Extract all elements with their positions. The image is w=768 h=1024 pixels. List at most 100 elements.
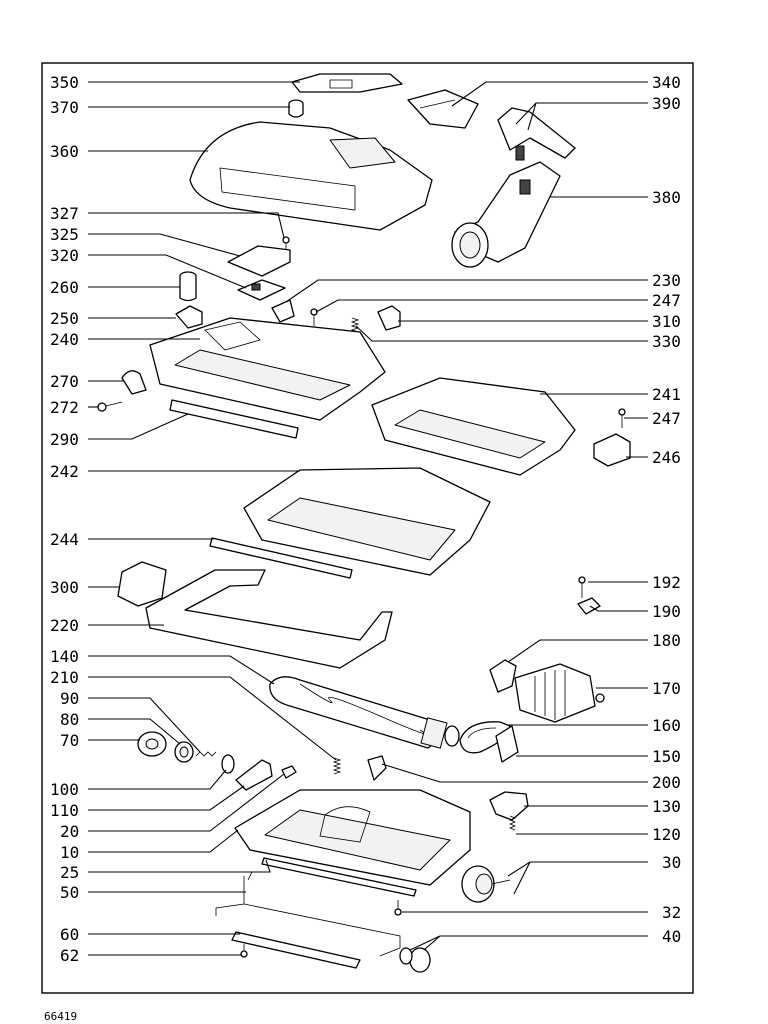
label-20: 20: [60, 822, 79, 841]
label-270: 270: [50, 372, 79, 391]
label-350: 350: [50, 73, 79, 92]
label-230: 230: [652, 271, 681, 290]
part-350-switch-cover: [291, 73, 403, 93]
label-60: 60: [60, 925, 79, 944]
part-325-bracket: [227, 245, 291, 277]
part-180-motor-bracket: [489, 659, 517, 693]
label-110: 110: [50, 801, 79, 820]
part-80-gear: [174, 741, 194, 763]
part-150-plate: [495, 725, 519, 763]
label-50: 50: [60, 883, 79, 902]
part-140-brush-roll: [269, 676, 460, 749]
label-242: 242: [50, 462, 79, 481]
label-25: 25: [60, 863, 79, 882]
part-50-axle: [215, 871, 401, 957]
label-100: 100: [50, 780, 79, 799]
part-10-base-plate: [234, 789, 471, 886]
label-325: 325: [50, 225, 79, 244]
label-80: 80: [60, 710, 79, 729]
label-340: 340: [652, 73, 681, 92]
label-10: 10: [60, 843, 79, 862]
part-230-spring-clip: [271, 299, 295, 323]
part-220-bumper-frame: [145, 569, 393, 669]
label-192: 192: [652, 573, 681, 592]
label-240: 240: [50, 330, 79, 349]
part-241-chassis: [371, 377, 576, 476]
diagram-frame: [41, 62, 694, 994]
part-240-chassis: [149, 317, 386, 421]
label-250: 250: [50, 309, 79, 328]
label-320: 320: [50, 246, 79, 265]
label-380: 380: [652, 188, 681, 207]
label-130: 130: [652, 797, 681, 816]
part-190-clip: [577, 597, 601, 615]
label-260: 260: [50, 278, 79, 297]
part-192-screw: [578, 576, 586, 598]
label-120: 120: [652, 825, 681, 844]
part-210-spring: [332, 757, 342, 775]
part-70-wheel-hub: [137, 731, 167, 757]
part-300-pedal: [117, 561, 167, 607]
label-310: 310: [652, 312, 681, 331]
label-170: 170: [652, 679, 681, 698]
part-390-latch: [497, 107, 576, 161]
labels-right: 340 390 380 230 247 310 330 241 247 246 …: [652, 73, 681, 946]
label-290: 290: [50, 430, 79, 449]
label-40: 40: [662, 927, 681, 946]
label-200: 200: [652, 773, 681, 792]
leader-lines: [88, 81, 648, 956]
part-20-latch: [281, 765, 297, 779]
document-code: 66419: [44, 1010, 78, 1023]
part-290-axle-rod: [169, 399, 299, 439]
label-140: 140: [50, 647, 79, 666]
part-90-spring: [195, 751, 217, 757]
label-150: 150: [652, 747, 681, 766]
label-180: 180: [652, 631, 681, 650]
label-300: 300: [50, 578, 79, 597]
label-90: 90: [60, 689, 79, 708]
part-30-rear-wheel: [461, 865, 511, 903]
label-62: 62: [60, 946, 79, 965]
part-40-front-wheels: [399, 947, 431, 973]
part-250-switch: [175, 305, 203, 329]
part-60-strip: [231, 931, 361, 969]
labels-left: 350 370 360 327 325 320 260 250 240 270 …: [50, 73, 79, 965]
label-244: 244: [50, 530, 79, 549]
label-272: 272: [50, 398, 79, 417]
part-32-screw: [394, 900, 402, 916]
part-246-block: [593, 433, 631, 467]
part-327-screw: [282, 236, 290, 252]
part-272-screw: [97, 401, 123, 412]
part-360-hood: [189, 121, 433, 231]
label-70: 70: [60, 731, 79, 750]
part-247-screw-b: [618, 408, 626, 428]
label-370: 370: [50, 98, 79, 117]
label-160: 160: [652, 716, 681, 735]
part-320-circuit-board: [237, 279, 286, 301]
label-30: 30: [662, 853, 681, 872]
part-270-bracket: [121, 370, 147, 395]
label-246: 246: [652, 448, 681, 467]
part-62-screw: [240, 944, 248, 958]
part-200-clip: [367, 755, 387, 781]
label-241: 241: [652, 385, 681, 404]
part-370-knob: [288, 99, 304, 118]
part-25-strip: [261, 857, 417, 897]
part-380-handle-tube: [451, 161, 561, 268]
part-242-chassis: [243, 467, 491, 576]
label-247-right: 247: [652, 409, 681, 428]
label-330: 330: [652, 332, 681, 351]
part-110-lever: [235, 759, 273, 791]
part-120-spring: [508, 815, 517, 831]
label-247-top: 247: [652, 291, 681, 310]
label-390: 390: [652, 94, 681, 113]
part-170-motor: [514, 663, 605, 723]
part-310-sensor: [377, 305, 401, 331]
part-130-release-lever: [489, 791, 529, 821]
label-32: 32: [662, 903, 681, 922]
label-360: 360: [50, 142, 79, 161]
part-100-disc: [221, 754, 235, 774]
label-190: 190: [652, 602, 681, 621]
label-327: 327: [50, 204, 79, 223]
